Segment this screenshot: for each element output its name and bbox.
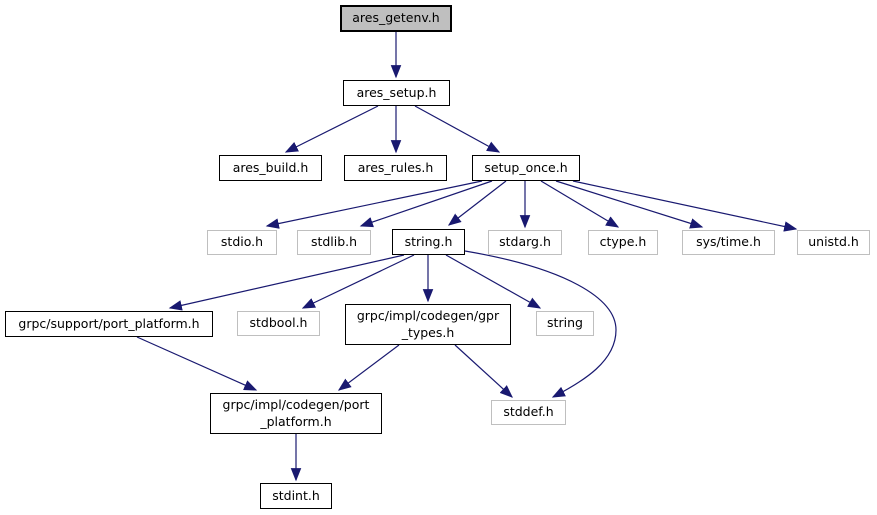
edge-ares-setup-h-to-ares-build-h xyxy=(284,105,379,153)
edge-string-h-to-stdbool-h xyxy=(301,254,415,309)
edge-grpc-support-port-platform-h-to-grpc-impl-codegen-port-platform-h xyxy=(136,336,258,391)
node-stdint-h[interactable]: stdint.h xyxy=(260,483,332,509)
node-grpc-impl-codegen-port-platform-h[interactable]: grpc/impl/codegen/port _platform.h xyxy=(210,393,382,434)
node-ares-build-h[interactable]: ares_build.h xyxy=(219,155,322,181)
edge-setup-once-h-to-stdio-h xyxy=(265,180,483,229)
node-stdbool-h: stdbool.h xyxy=(237,311,320,336)
node-setup-once-h[interactable]: setup_once.h xyxy=(472,155,580,181)
node-grpc-impl-codegen-gpr-types-h[interactable]: grpc/impl/codegen/gpr _types.h xyxy=(345,304,511,345)
edge-setup-once-h-to-ctype-h xyxy=(540,180,620,228)
node-stdarg-h: stdarg.h xyxy=(488,230,562,255)
edge-ares-setup-h-to-setup-once-h xyxy=(414,105,501,153)
node-unistd-h: unistd.h xyxy=(797,230,870,255)
edge-setup-once-h-to-stdlib-h xyxy=(359,180,493,228)
node-string: string xyxy=(536,311,594,336)
node-ares-setup-h[interactable]: ares_setup.h xyxy=(343,80,450,106)
edge-setup-once-h-to-unistd-h xyxy=(572,180,798,232)
node-grpc-support-port-platform-h[interactable]: grpc/support/port_platform.h xyxy=(5,311,213,337)
node-ares-rules-h[interactable]: ares_rules.h xyxy=(344,155,447,181)
node-stdio-h: stdio.h xyxy=(207,230,277,255)
edge-setup-once-h-to-string-h xyxy=(447,180,507,226)
edge-grpc-impl-codegen-gpr-types-h-to-stddef-h xyxy=(454,344,513,398)
edge-string-h-to-grpc-support-port-platform-h xyxy=(168,254,405,311)
node-sys-time-h: sys/time.h xyxy=(682,230,775,255)
node-stdlib-h: stdlib.h xyxy=(297,230,371,255)
node-stddef-h: stddef.h xyxy=(491,400,566,425)
edge-string-h-to-string xyxy=(445,254,542,309)
edge-setup-once-h-to-sys-time-h xyxy=(555,180,704,229)
node-ctype-h: ctype.h xyxy=(588,230,658,255)
edge-grpc-impl-codegen-gpr-types-h-to-grpc-impl-codegen-port-platform-h xyxy=(337,344,400,391)
node-string-h[interactable]: string.h xyxy=(392,229,465,255)
node-ares-getenv-h: ares_getenv.h xyxy=(340,5,452,32)
